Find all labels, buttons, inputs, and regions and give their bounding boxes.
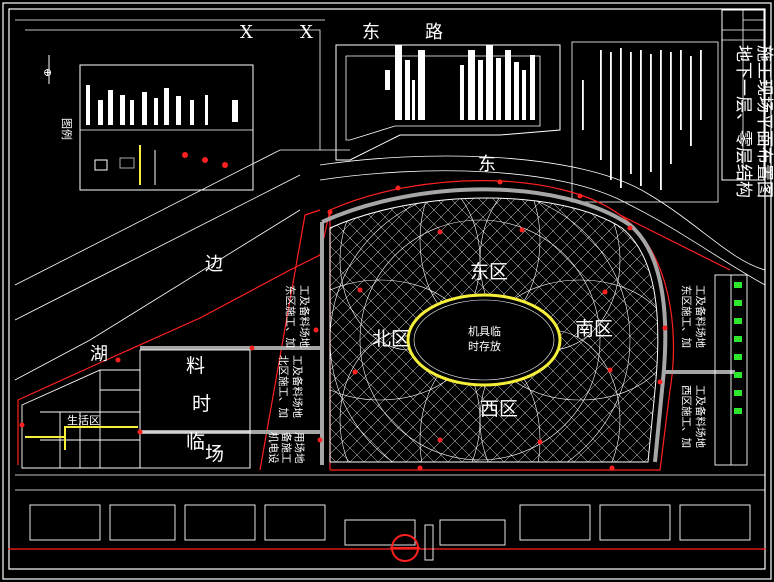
bottom-buildings: [29, 504, 751, 561]
street-lu: 路: [425, 22, 443, 43]
east2-yard-line2: 工及备料场地: [694, 285, 707, 348]
roads: [14, 19, 766, 491]
street-x1: X: [240, 22, 253, 43]
zone-east-label: 东区: [470, 261, 508, 283]
south-yard-line2: 工及备料场地: [694, 385, 707, 448]
red-markers: [19, 179, 668, 471]
inner-frame: [8, 8, 766, 570]
east-yard-line2: 工及备料场地: [298, 285, 311, 348]
top-right-buildings: [335, 44, 561, 161]
equipment-yard-line1: 机电设: [267, 432, 280, 464]
street-side-dong: 东: [478, 154, 496, 175]
east2-yard-line1: 东区施工、加: [680, 285, 693, 348]
living-area-roads: [25, 426, 138, 450]
zone-south-label: 南区: [575, 318, 613, 340]
living-area: [21, 369, 141, 469]
temp-area-chang: 场: [205, 443, 224, 465]
center-label-line1: 机具临: [468, 324, 501, 338]
north-arrow-icon: ⊕: [43, 66, 52, 79]
zone-west-label: 西区: [480, 398, 518, 420]
street-x2: X: [300, 22, 313, 43]
zone-north-label: 北区: [372, 328, 410, 350]
street-bian: 边: [205, 254, 223, 275]
temp-area-liao: 料: [186, 355, 205, 377]
center-yellow-ring: [406, 293, 562, 387]
north-yard-line1: 北区施工、加: [277, 355, 290, 418]
street-dong: 东: [362, 22, 380, 43]
east-yard-line1: 东区施工、加: [284, 285, 297, 348]
drawing-title-line2: 施工现场平面布置图: [754, 45, 774, 198]
north-yard-line2: 工及备料场地: [291, 355, 304, 418]
right-yard: [714, 274, 748, 466]
drawing-title-line1: 地下一层、零层结构: [733, 45, 753, 198]
temp-area-shi: 时: [192, 393, 211, 415]
living-area-label: 生活区: [67, 413, 100, 427]
south-yard-line1: 西区施工、加: [680, 385, 693, 448]
center-label-line2: 时存放: [468, 339, 501, 353]
street-hu: 湖: [90, 344, 108, 365]
building-footprint: [329, 197, 659, 463]
equipment-yard-line3: 用场地: [293, 432, 306, 464]
title-block: 地下一层、零层结构 施工现场平面布置图: [721, 9, 774, 198]
legend-block: 图例: [60, 64, 254, 191]
temp-area-lin: 临: [186, 431, 205, 453]
green-marks: [734, 282, 742, 414]
notes-block: [571, 41, 719, 203]
equipment-yard-line2: 备施工: [280, 432, 293, 464]
legend-title: 图例: [60, 118, 74, 140]
